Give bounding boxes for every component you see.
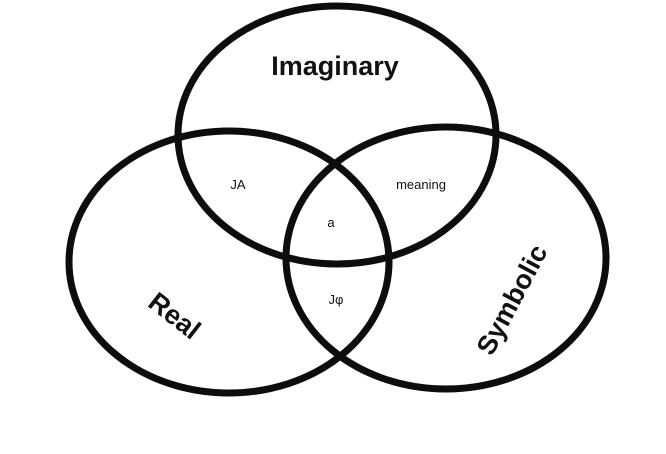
imaginary-label: Imaginary <box>271 51 399 81</box>
region-label-center: a <box>327 215 335 230</box>
region-label-imaginary-symbolic: meaning <box>396 177 446 192</box>
region-label-real-symbolic: Jφ <box>329 292 344 307</box>
region-label-imaginary-real: JA <box>230 177 246 192</box>
real-circle <box>65 127 393 397</box>
symbolic-circle <box>282 123 610 393</box>
imaginary-circle <box>174 2 500 268</box>
symbolic-label: Symbolic <box>471 240 554 360</box>
real-label: Real <box>143 287 206 346</box>
